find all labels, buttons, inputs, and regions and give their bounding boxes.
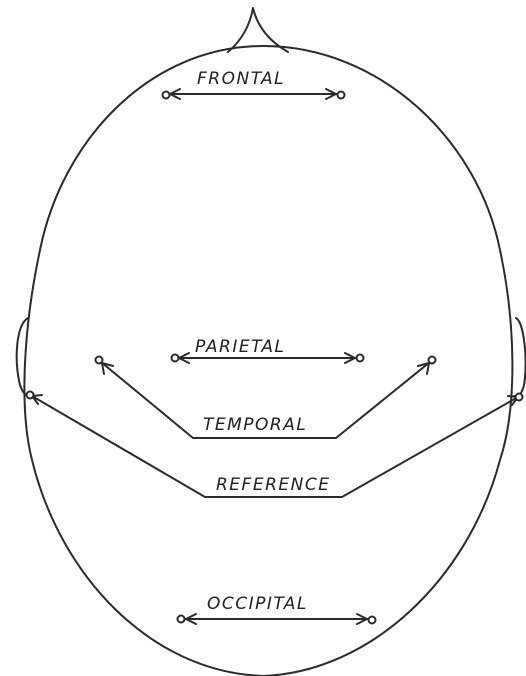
right-ear <box>514 318 526 397</box>
occipital-electrode-right <box>369 617 376 624</box>
reference-electrode-left <box>27 392 34 399</box>
frontal-electrode-left <box>163 92 170 99</box>
occipital-electrode-left <box>178 616 185 623</box>
occipital-label: OCCIPITAL <box>207 594 308 614</box>
parietal-electrode-right <box>357 355 364 362</box>
parietal-electrode-left <box>172 355 179 362</box>
reference-electrode-right <box>516 394 523 401</box>
temporal-label: TEMPORAL <box>203 415 307 435</box>
frontal-electrode-right <box>338 92 345 99</box>
temporal-electrode-right <box>429 357 436 364</box>
temporal-electrode-left <box>96 357 103 364</box>
reference-label: REFERENCE <box>216 475 330 495</box>
frontal-label: FRONTAL <box>197 69 285 89</box>
parietal-label: PARIETAL <box>195 337 286 357</box>
